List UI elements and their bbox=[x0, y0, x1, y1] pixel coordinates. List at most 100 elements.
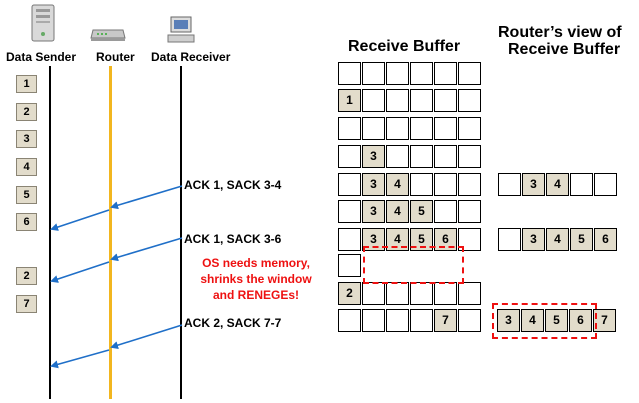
ack-arrow bbox=[110, 185, 183, 210]
router-view-cell: 3 bbox=[522, 228, 545, 251]
packet: 4 bbox=[16, 158, 37, 176]
receive-buffer-cell: 3 bbox=[362, 173, 385, 196]
receive-buffer-cell bbox=[362, 282, 385, 305]
data-sender-label: Data Sender bbox=[6, 50, 77, 64]
receive-buffer-cell: 4 bbox=[386, 228, 409, 251]
receive-buffer-cell bbox=[362, 117, 385, 140]
receive-buffer-cell bbox=[458, 309, 481, 332]
receive-buffer-cell bbox=[386, 117, 409, 140]
router-view-cell bbox=[498, 228, 521, 251]
renege-warning: OS needs memory, shrinks the window and … bbox=[182, 255, 330, 303]
receive-buffer-cell bbox=[338, 254, 361, 277]
receive-buffer-cell bbox=[386, 62, 409, 85]
receive-buffer-cell bbox=[458, 62, 481, 85]
packet: 6 bbox=[16, 213, 37, 231]
receive-buffer-cell bbox=[338, 62, 361, 85]
receive-buffer-cell bbox=[362, 62, 385, 85]
router-label: Router bbox=[96, 50, 135, 64]
ack-label: ACK 2, SACK 7-7 bbox=[184, 316, 282, 330]
router-view-cell: 5 bbox=[545, 309, 568, 332]
ack-arrow bbox=[110, 324, 183, 350]
receive-buffer-cell bbox=[410, 173, 433, 196]
router-view-title-line1: Router’s view of bbox=[498, 24, 622, 41]
data-receiver-label: Data Receiver bbox=[151, 50, 231, 64]
receive-buffer-cell: 3 bbox=[362, 145, 385, 168]
receiver-timeline bbox=[180, 66, 182, 399]
packet: 3 bbox=[16, 130, 37, 148]
receive-buffer-cell: 2 bbox=[338, 282, 361, 305]
router-view-cell bbox=[498, 173, 521, 196]
router-view-cell: 5 bbox=[570, 228, 593, 251]
reneged-region bbox=[363, 246, 464, 284]
receive-buffer-cell: 7 bbox=[434, 309, 457, 332]
receive-buffer-cell: 6 bbox=[434, 228, 457, 251]
receive-buffer-cell bbox=[410, 309, 433, 332]
receive-buffer-cell: 5 bbox=[410, 200, 433, 223]
router-view-cell: 4 bbox=[546, 228, 569, 251]
ack-arrow bbox=[50, 349, 110, 369]
receive-buffer-cell bbox=[458, 282, 481, 305]
ack-arrow bbox=[50, 261, 110, 283]
receive-buffer-cell bbox=[338, 117, 361, 140]
warning-line: and RENEGEs! bbox=[212, 288, 299, 302]
packet: 2 bbox=[16, 103, 37, 121]
packet: 2 bbox=[16, 267, 37, 285]
receive-buffer-cell bbox=[386, 145, 409, 168]
router-view-cell: 4 bbox=[521, 309, 544, 332]
receive-buffer-cell bbox=[338, 145, 361, 168]
receive-buffer-cell bbox=[410, 89, 433, 112]
receive-buffer-cell: 4 bbox=[386, 200, 409, 223]
receive-buffer-cell: 3 bbox=[362, 200, 385, 223]
receive-buffer-title: Receive Buffer bbox=[348, 38, 461, 55]
receive-buffer-cell bbox=[338, 173, 361, 196]
ack-arrow bbox=[110, 237, 183, 262]
packet: 5 bbox=[16, 186, 37, 204]
ack-label: ACK 1, SACK 3-6 bbox=[184, 232, 282, 246]
warning-line: OS needs memory, bbox=[202, 256, 310, 270]
receive-buffer-cell bbox=[434, 89, 457, 112]
receive-buffer-cell bbox=[458, 200, 481, 223]
router-timeline bbox=[109, 66, 112, 399]
receive-buffer-cell: 1 bbox=[338, 89, 361, 112]
router-stale-view bbox=[492, 303, 597, 339]
receive-buffer-cell bbox=[362, 309, 385, 332]
receive-buffer-cell bbox=[434, 282, 457, 305]
receive-buffer-cell bbox=[362, 89, 385, 112]
receive-buffer-cell bbox=[434, 200, 457, 223]
router-icon bbox=[90, 29, 126, 41]
router-view-cell: 7 bbox=[593, 309, 616, 332]
receive-buffer-cell bbox=[410, 145, 433, 168]
router-view-cell: 6 bbox=[594, 228, 617, 251]
router-view-cell bbox=[594, 173, 617, 196]
receive-buffer-cell bbox=[458, 89, 481, 112]
receive-buffer-cell bbox=[410, 117, 433, 140]
ack-arrow bbox=[50, 209, 110, 231]
receive-buffer-cell bbox=[386, 282, 409, 305]
receive-buffer-cell bbox=[338, 200, 361, 223]
receive-buffer-cell bbox=[410, 282, 433, 305]
router-view-cell: 3 bbox=[522, 173, 545, 196]
computer-icon bbox=[167, 16, 195, 43]
receive-buffer-cell bbox=[434, 62, 457, 85]
receive-buffer-cell bbox=[458, 228, 481, 251]
packet: 7 bbox=[16, 295, 37, 313]
receive-buffer-cell bbox=[386, 309, 409, 332]
server-icon bbox=[31, 4, 55, 42]
receive-buffer-cell bbox=[458, 145, 481, 168]
router-view-cell: 3 bbox=[497, 309, 520, 332]
warning-line: shrinks the window bbox=[200, 272, 312, 286]
sender-timeline bbox=[49, 66, 51, 399]
ack-label: ACK 1, SACK 3-4 bbox=[184, 178, 282, 192]
receive-buffer-cell: 3 bbox=[362, 228, 385, 251]
receive-buffer-cell: 5 bbox=[410, 228, 433, 251]
receive-buffer-cell bbox=[458, 173, 481, 196]
router-view-title-line2: Receive Buffer bbox=[508, 41, 621, 58]
receive-buffer-cell bbox=[458, 117, 481, 140]
receive-buffer-cell bbox=[434, 145, 457, 168]
packet: 1 bbox=[16, 75, 37, 93]
router-view-cell: 6 bbox=[569, 309, 592, 332]
receive-buffer-cell bbox=[410, 62, 433, 85]
receive-buffer-cell bbox=[434, 173, 457, 196]
receive-buffer-cell bbox=[338, 228, 361, 251]
router-view-cell bbox=[570, 173, 593, 196]
